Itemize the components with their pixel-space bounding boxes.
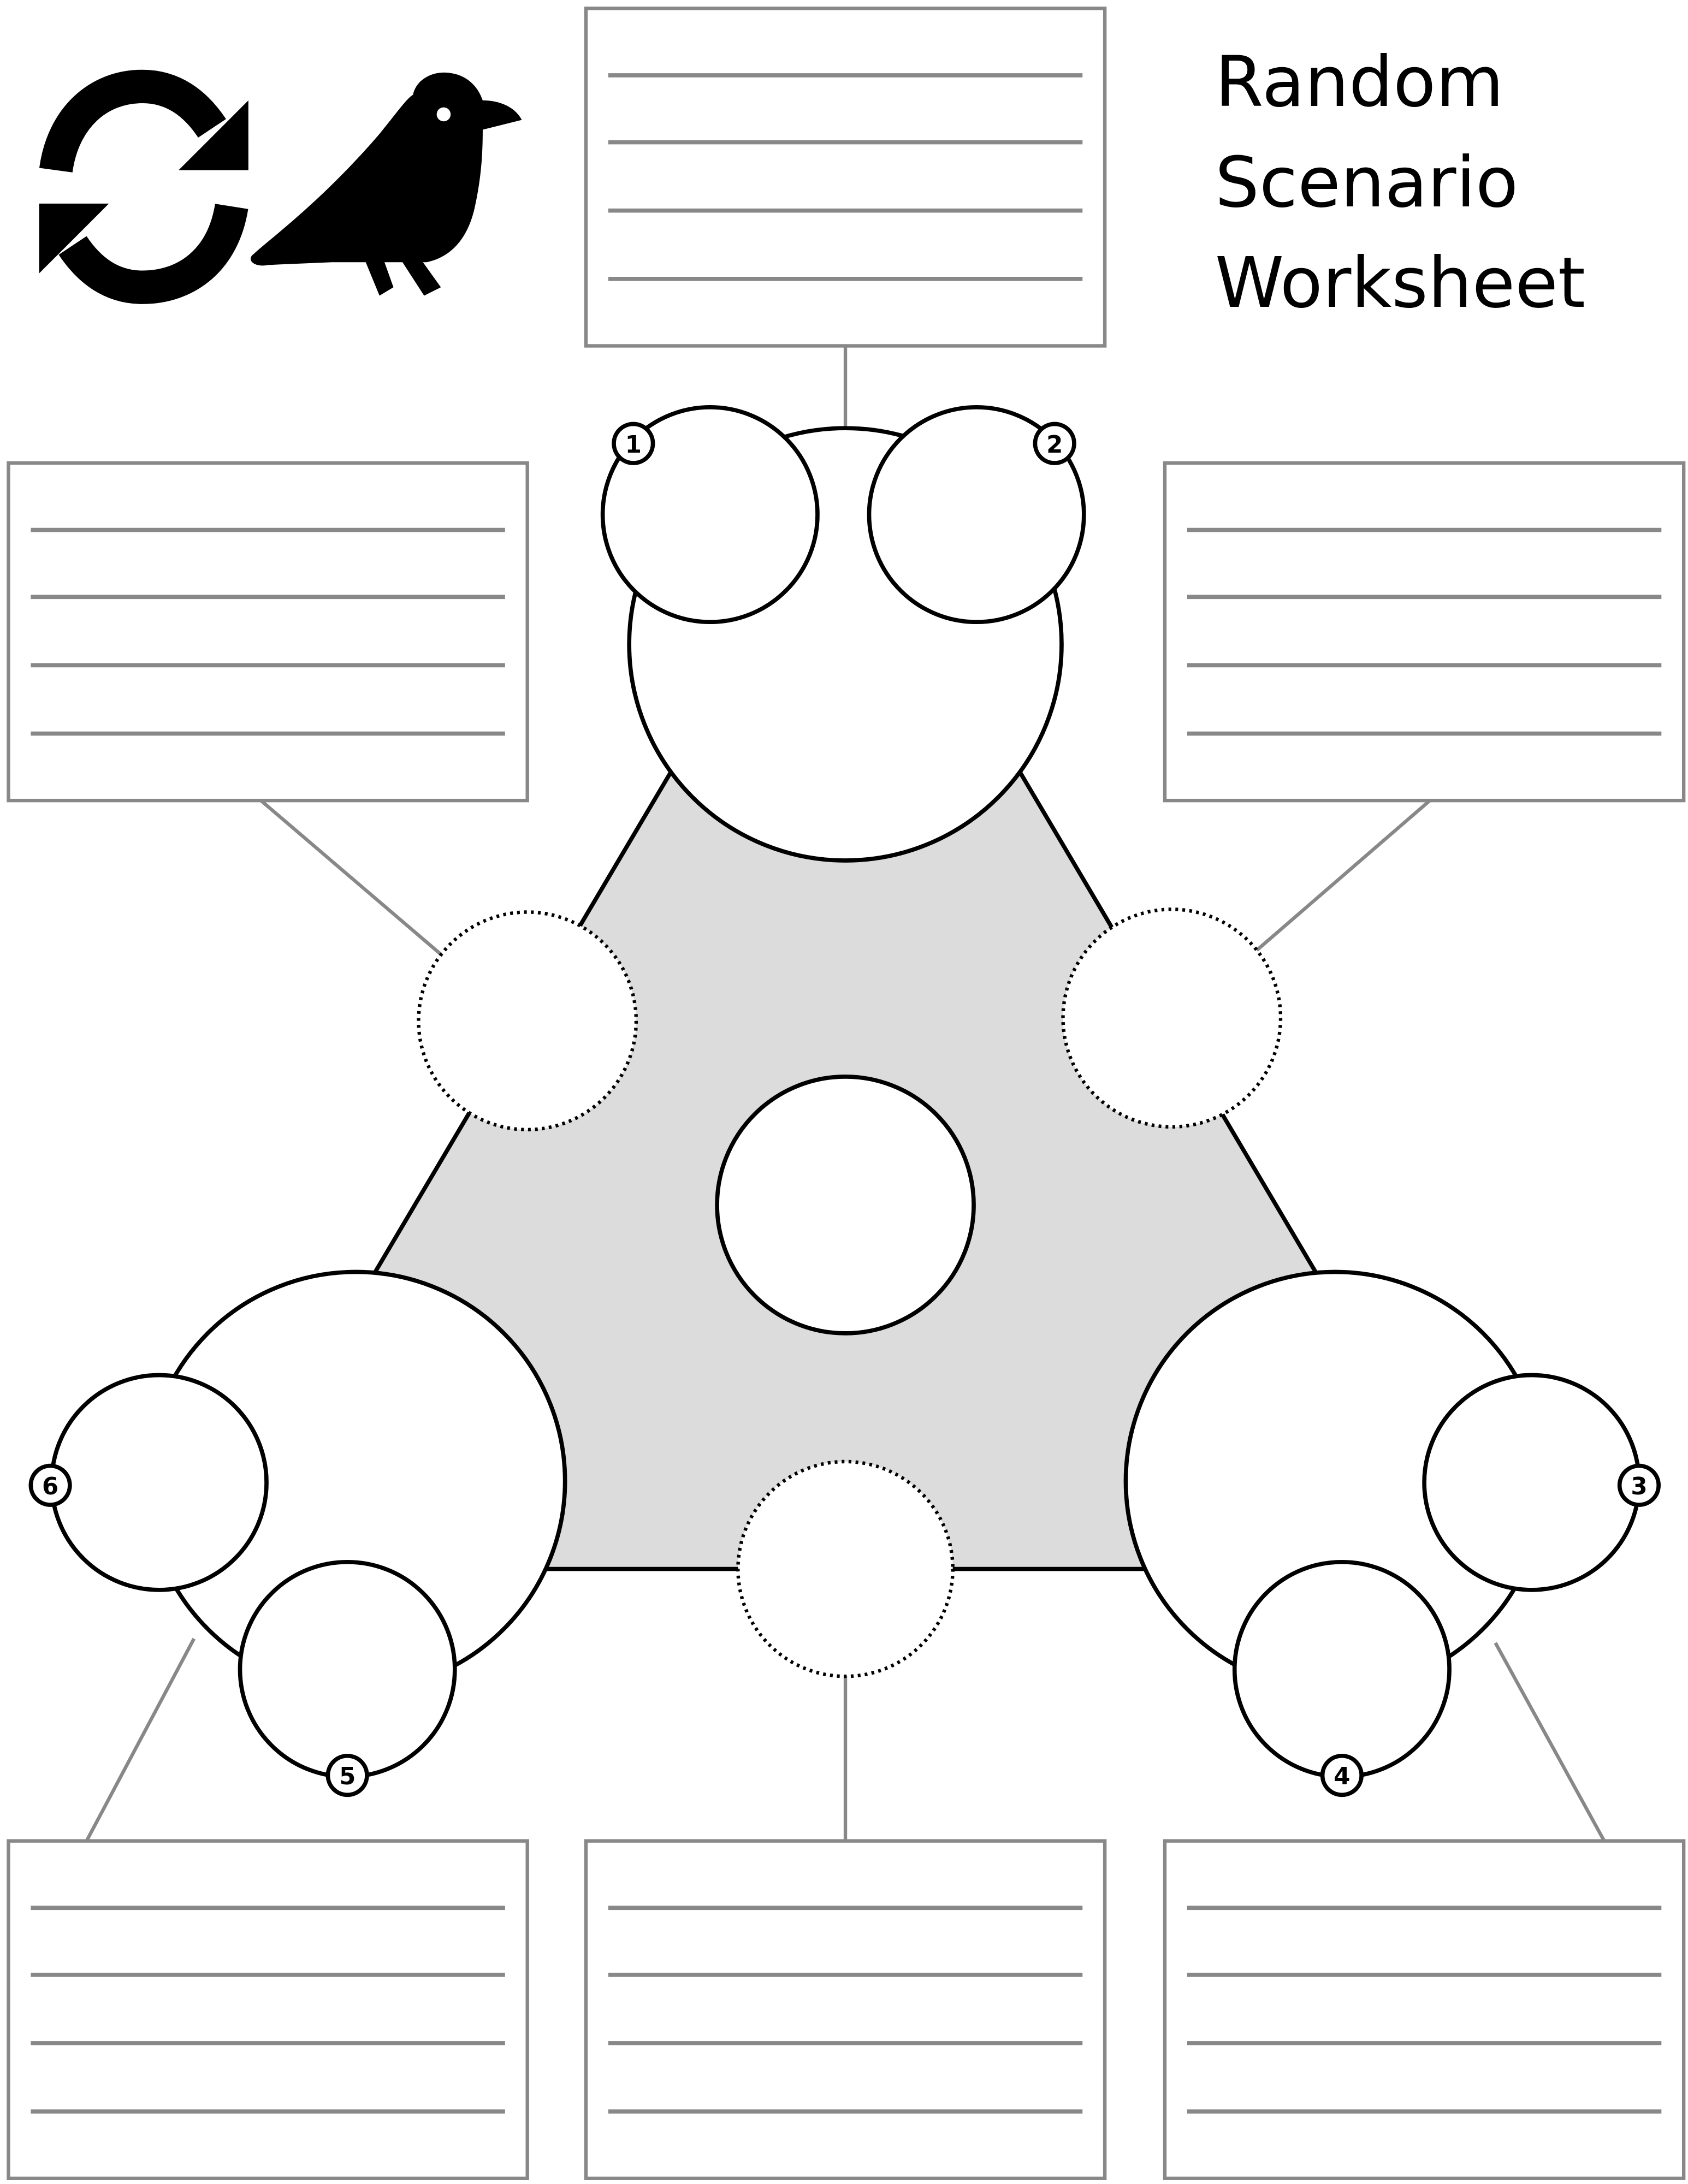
title-line-3: Worksheet <box>1215 242 1585 324</box>
writing-box-bottom-right[interactable] <box>1163 1839 1686 2180</box>
dotted-circle-left[interactable] <box>417 910 638 1132</box>
badge-label: 5 <box>339 1763 356 1790</box>
connector-bottom-right <box>1494 1642 1606 1842</box>
connector-bottom-left <box>85 1637 196 1842</box>
writing-box-bottom-left[interactable] <box>7 1839 529 2180</box>
box-frame <box>584 1839 1107 2180</box>
page-title: Random Scenario Worksheet <box>1215 41 1585 324</box>
badge-label: 6 <box>42 1473 58 1500</box>
badge-5: 5 <box>325 1754 369 1797</box>
writing-box-right[interactable] <box>1163 461 1686 803</box>
center-circle[interactable] <box>715 1075 976 1336</box>
badge-3: 3 <box>1617 1463 1661 1507</box>
dotted-circle-bottom[interactable] <box>736 1459 955 1678</box>
circle-1[interactable] <box>600 405 820 625</box>
circle-3[interactable] <box>1422 1373 1642 1592</box>
writing-boxes <box>7 7 1686 2180</box>
badge-label: 3 <box>1631 1473 1647 1500</box>
title-line-1: Random <box>1215 41 1504 123</box>
connector-right <box>1253 799 1431 954</box>
box-frame <box>7 1839 529 2180</box>
badge-2: 2 <box>1033 422 1076 465</box>
dotted-circle-right[interactable] <box>1061 907 1283 1129</box>
circle-5[interactable] <box>238 1559 457 1779</box>
writing-box-bottom-middle[interactable] <box>584 1839 1107 2180</box>
circle-2[interactable] <box>867 405 1086 625</box>
badge-label: 1 <box>625 431 642 459</box>
connector-left <box>259 799 445 958</box>
badge-1: 1 <box>612 422 655 465</box>
badge-label: 2 <box>1046 431 1063 459</box>
writing-box-left[interactable] <box>7 461 529 803</box>
connectors <box>85 346 1606 1842</box>
circle-6[interactable] <box>49 1373 269 1592</box>
refresh-icon <box>39 69 248 304</box>
writing-box-top[interactable] <box>584 7 1107 348</box>
badge-6: 6 <box>28 1463 72 1507</box>
box-frame <box>584 7 1107 348</box>
box-frame <box>7 461 529 803</box>
badge-label: 4 <box>1334 1763 1350 1790</box>
crow-icon <box>250 72 522 296</box>
circle-4[interactable] <box>1232 1559 1452 1779</box>
badge-4: 4 <box>1320 1754 1364 1797</box>
box-frame <box>1163 1839 1686 2180</box>
box-frame <box>1163 461 1686 803</box>
title-line-2: Scenario <box>1215 142 1518 223</box>
